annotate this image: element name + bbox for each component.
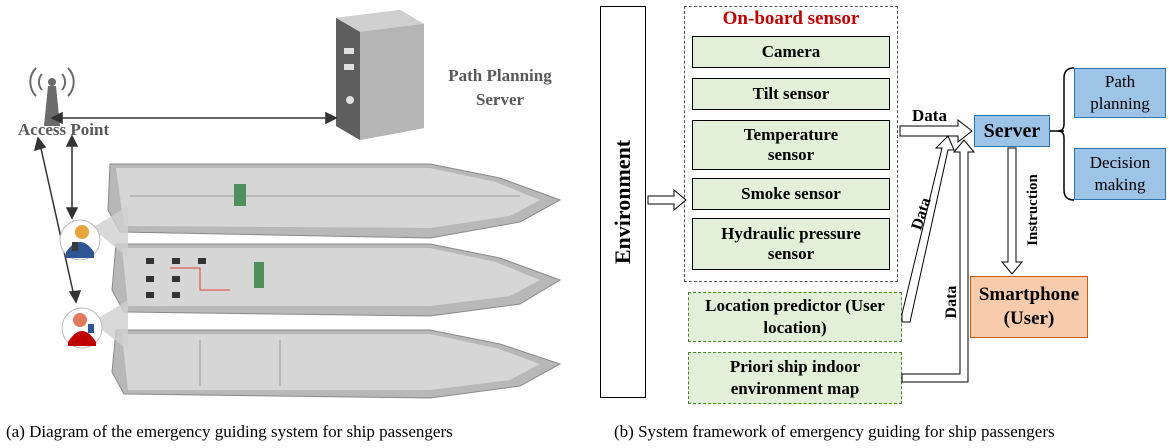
user-avatar-female-icon bbox=[61, 307, 103, 349]
ship-system-illustration bbox=[29, 10, 562, 399]
ship-deck-upper bbox=[107, 163, 562, 239]
sensor-smoke: Smoke sensor bbox=[692, 178, 890, 210]
caption-b: (b) System framework of emergency guidin… bbox=[614, 422, 1055, 441]
ship-deck-lower bbox=[111, 329, 562, 399]
sensor-temperature: Temperature sensor bbox=[692, 120, 890, 170]
access-point-label: Access Point bbox=[18, 120, 110, 139]
callout-cone-user2 bbox=[92, 300, 128, 350]
server-to-smartphone-arrow bbox=[1000, 147, 1024, 275]
server-tower-icon bbox=[336, 10, 424, 140]
sensor-tilt: Tilt sensor bbox=[692, 78, 890, 110]
map-to-server-arrow bbox=[901, 139, 976, 383]
server-to-bracket-line bbox=[1050, 67, 1075, 201]
priori-map-box: Priori ship indoor environment map bbox=[688, 352, 902, 404]
sensor-to-server-arrow bbox=[899, 118, 973, 144]
ship-deck-middle bbox=[111, 243, 562, 317]
sensor-camera: Camera bbox=[692, 36, 890, 68]
user-avatar-male-icon bbox=[59, 219, 101, 261]
caption-a: (a) Diagram of the emergency guiding sys… bbox=[6, 422, 453, 441]
env-to-sensor-arrow bbox=[647, 188, 687, 212]
smartphone-user-label: (User) bbox=[1003, 308, 1055, 329]
instruction-label: Instruction bbox=[1025, 174, 1041, 246]
onboard-sensor-group bbox=[684, 6, 898, 282]
environment-box bbox=[600, 6, 646, 398]
smartphone-box: Smartphone (User) bbox=[970, 276, 1088, 338]
ap-user-link-arrows bbox=[33, 134, 82, 304]
path-planning-server-label: Path Planning Server bbox=[430, 66, 570, 110]
server-box: Server bbox=[974, 115, 1050, 147]
data-label-map: Data bbox=[943, 285, 960, 319]
location-predictor-box: Location predictor (User location) bbox=[688, 292, 902, 342]
decision-making-box: Decision making bbox=[1074, 148, 1166, 200]
data-label-sensors: Data bbox=[912, 106, 947, 125]
path-planning-box: Path planning bbox=[1074, 68, 1166, 118]
sensor-hydraulic-pressure: Hydraulic pressure sensor bbox=[692, 218, 890, 270]
onboard-sensor-title: On-board sensor bbox=[722, 8, 860, 29]
callout-cone-user1 bbox=[92, 206, 128, 258]
server-label-line2: Server bbox=[475, 90, 525, 109]
location-to-server-arrow bbox=[901, 135, 955, 323]
server-label-line1: Path Planning bbox=[448, 66, 552, 85]
ap-server-link-arrow bbox=[50, 111, 338, 125]
smartphone-label: Smartphone bbox=[978, 284, 1080, 305]
